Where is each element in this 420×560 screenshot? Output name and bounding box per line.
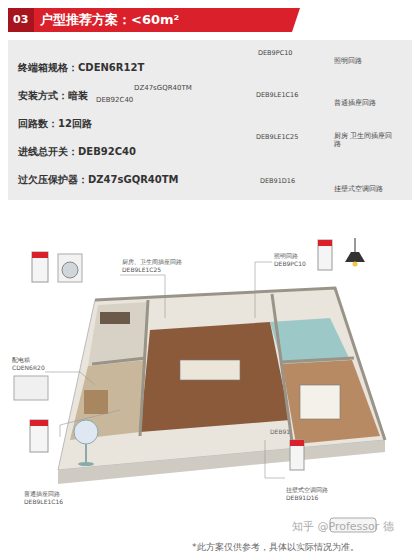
footnote: *此方案仅供参考，具体以实际情况为准。 — [192, 542, 359, 553]
breaker-model: DEB91D16 — [260, 178, 295, 186]
spec-line: 终端箱规格：CDEN6R12T — [18, 62, 144, 74]
watermark: 知乎 @Professor 德 — [292, 520, 394, 533]
spec-line: 过欠压保护器：DZ47sGQR40TM — [18, 174, 179, 186]
callout-text: 配电箱 — [12, 356, 30, 363]
callout-text: DEB9PC10 — [274, 260, 306, 267]
callout-text: DEB9LE1C25 — [122, 266, 161, 273]
callout-text: 普通插座回路 — [24, 490, 60, 497]
wall-label: DEB91 — [270, 428, 290, 435]
circuit-name: 照明回路 — [334, 57, 362, 65]
header-title: 户型推荐方案：<60m² — [40, 12, 179, 28]
spec-line: 回路数：12回路 — [18, 118, 92, 130]
circuit-name: 挂壁式空调回路 — [334, 185, 383, 193]
callout-text: DEB91D16 — [286, 494, 318, 501]
breaker-model: DEB9LE1C16 — [256, 92, 298, 100]
callout-text: 照明回路 — [274, 252, 298, 259]
callout-text: 挂壁式空调回路 — [286, 486, 328, 493]
spec-line: 安装方式：暗装 — [18, 90, 88, 102]
breaker-model: DEB9PC10 — [258, 50, 292, 58]
breaker-model: DEB92C40 — [96, 96, 133, 104]
spec-line: 进线总开关：DEB92C40 — [18, 146, 136, 158]
breaker-model: DEB9LE1C25 — [256, 134, 298, 142]
section-number: 03 — [13, 13, 28, 26]
circuit-name: 普通插座回路 — [334, 99, 376, 107]
protector-model: DZ47sGQR40TM — [134, 84, 192, 92]
circuit-name: 厨房 卫生间插座回路 — [334, 132, 396, 149]
callout-text: DEB9LE1C16 — [24, 498, 63, 505]
callout-text: 厨房、卫生间插座回路 — [122, 258, 182, 265]
callout-text: CDEN6R20 — [12, 364, 45, 371]
